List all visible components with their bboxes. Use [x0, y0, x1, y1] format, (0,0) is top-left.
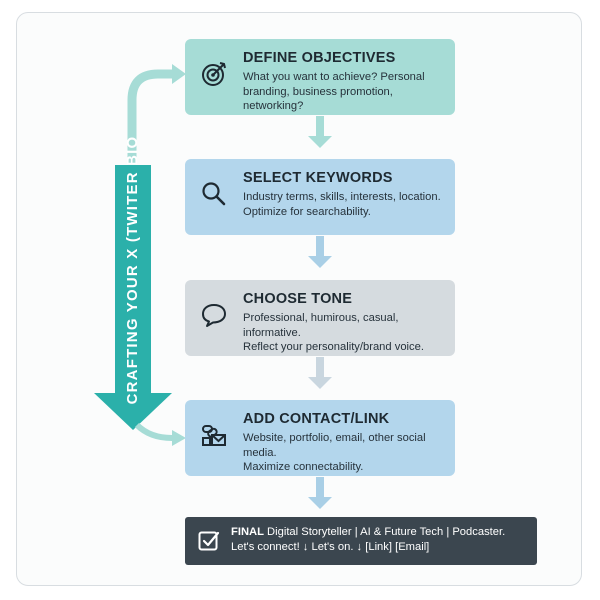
- step-description-line: Reflect your personality/brand voice.: [243, 341, 424, 353]
- final-bio-line-2: Let's connect! ↓ Let's on. ↓ [Link] [Ema…: [231, 541, 430, 553]
- step-description-line: What you want to achieve? Personal: [243, 71, 425, 83]
- step-description: What you want to achieve? Personal brand…: [243, 70, 447, 114]
- search-icon: [199, 179, 229, 209]
- final-label: FINAL: [231, 526, 264, 538]
- checkbox-icon: [197, 529, 221, 553]
- side-label: CRAFTING YOUR X (TWITER BIO: [123, 135, 141, 405]
- down-arrow-4: [308, 477, 332, 509]
- step-description: Website, portfolio, email, other social …: [243, 431, 447, 475]
- big-arrow-head: [94, 393, 172, 430]
- step-description-line: Optimize for searchability.: [243, 205, 371, 218]
- step-description: Industry terms, skills, interests, locat…: [243, 190, 447, 219]
- step-title: CHOOSE TONE: [243, 291, 353, 307]
- step-description-line: Website, portfolio, email, other social …: [243, 432, 426, 459]
- loop-arrow-top-head: [172, 64, 186, 84]
- step-select-keywords: SELECT KEYWORDS Industry terms, skills, …: [185, 159, 455, 235]
- link-envelope-icon: [199, 420, 229, 450]
- final-bio-content: Digital Storyteller | AI & Future Tech |…: [263, 526, 506, 538]
- step-description: Professional, humirous, casual, informat…: [243, 311, 447, 355]
- loop-arrow-top: [127, 69, 174, 165]
- big-arrow-shaft: [115, 165, 151, 393]
- step-description-line: branding, business promotion, networking…: [243, 85, 393, 113]
- down-arrow-3: [308, 357, 332, 389]
- step-add-contact-link: ADD CONTACT/LINK Website, portfolio, ema…: [185, 400, 455, 476]
- speech-bubble-icon: [199, 300, 229, 330]
- step-description-line: Professional, humirous, casual, informat…: [243, 312, 399, 339]
- final-bio-box: FINAL Digital Storyteller | AI & Future …: [185, 517, 537, 565]
- step-choose-tone: CHOOSE TONE Professional, humirous, casu…: [185, 280, 455, 356]
- step-title: SELECT KEYWORDS: [243, 170, 393, 186]
- step-title: DEFINE OBJECTIVES: [243, 50, 396, 66]
- final-bio-text: FINAL Digital Storyteller | AI & Future …: [231, 525, 529, 555]
- step-description-line: Maximize connectability.: [243, 461, 364, 473]
- step-description-line: Industry terms, skills, interests, locat…: [243, 191, 441, 203]
- loop-arrow-bottom-head: [172, 430, 186, 446]
- final-bio-line-1: FINAL Digital Storyteller | AI & Future …: [231, 525, 529, 540]
- step-define-objectives: DEFINE OBJECTIVES What you want to achie…: [185, 39, 455, 115]
- down-arrow-2: [308, 236, 332, 268]
- step-title: ADD CONTACT/LINK: [243, 411, 390, 427]
- down-arrow-1: [308, 116, 332, 148]
- loop-arrow-bottom: [134, 422, 173, 441]
- target-icon: [199, 59, 229, 89]
